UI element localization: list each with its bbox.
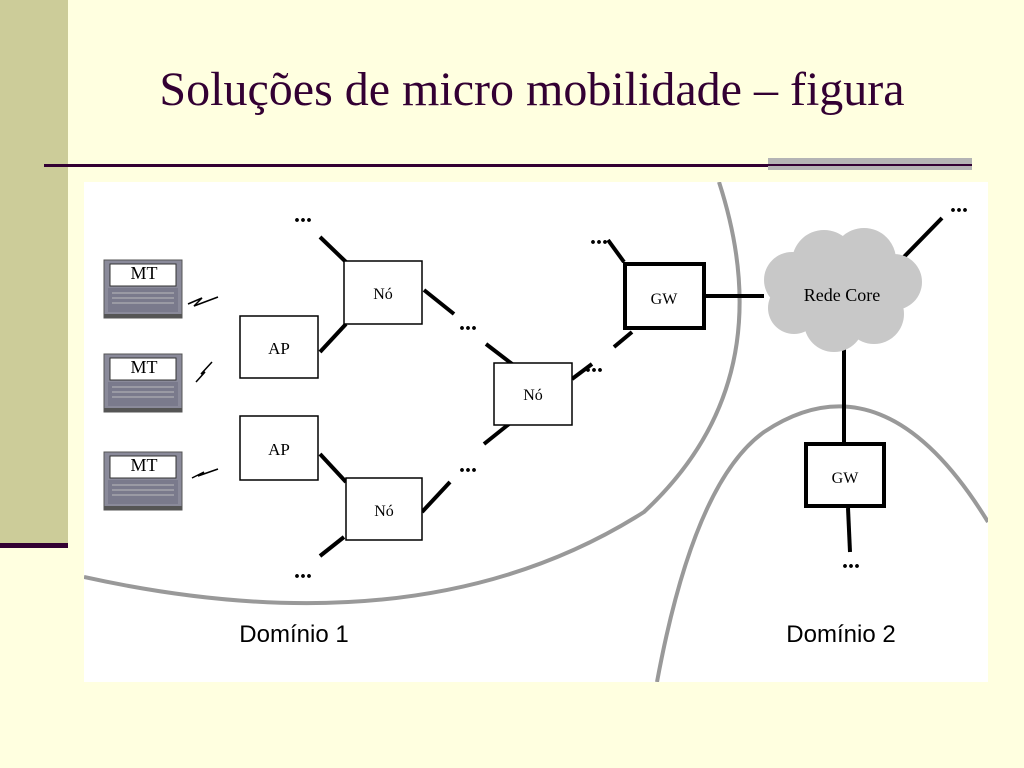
gw-label: GW	[651, 291, 679, 308]
domain2-boundary	[655, 404, 988, 682]
wireless-signal-icon	[187, 296, 219, 479]
left-strip-divider	[0, 543, 68, 548]
ellipsis: ...	[459, 452, 477, 478]
diagram-canvas: MT MT MT AP AP Nó	[84, 182, 988, 682]
node-label: Nó	[373, 286, 393, 303]
network-links	[318, 216, 944, 558]
ellipsis: ...	[585, 352, 603, 378]
ap-label: AP	[268, 440, 290, 459]
gateway-box: GW	[804, 442, 886, 508]
access-point-box: AP	[239, 415, 319, 481]
network-diagram: MT MT MT AP AP Nó	[84, 182, 988, 682]
node-box: Nó	[345, 477, 423, 541]
mt-label: MT	[131, 263, 158, 283]
node-label: Nó	[374, 503, 394, 520]
cloud-label: Rede Core	[804, 285, 880, 305]
gateway-box: GW	[623, 262, 706, 330]
domain2-label: Domínio 2	[786, 621, 895, 648]
core-network-cloud-icon: Rede Core	[764, 228, 922, 352]
gw-label: GW	[832, 470, 860, 487]
title-accent-bars	[768, 158, 972, 178]
domain1-label: Domínio 1	[239, 621, 348, 648]
laptop-icon: MT	[103, 451, 183, 511]
ellipsis: ...	[842, 548, 860, 574]
node-box: Nó	[493, 362, 573, 426]
ellipsis: ...	[950, 192, 968, 218]
ellipsis: ...	[294, 202, 312, 228]
slide-title: Soluções de micro mobilidade – figura	[159, 63, 905, 116]
ellipsis: ...	[294, 558, 312, 584]
left-decorative-strip	[0, 0, 68, 545]
ellipsis: ...	[590, 224, 608, 250]
laptop-icon: MT	[103, 353, 183, 413]
node-box: Nó	[343, 260, 423, 325]
mt-label: MT	[131, 455, 158, 475]
access-point-box: AP	[239, 315, 319, 379]
ap-label: AP	[268, 339, 290, 358]
node-label: Nó	[523, 387, 543, 404]
laptop-icon: MT	[103, 259, 183, 319]
ellipsis: ...	[459, 310, 477, 336]
domain1-boundary	[84, 182, 742, 606]
title-divider	[44, 164, 972, 167]
mt-label: MT	[131, 357, 158, 377]
